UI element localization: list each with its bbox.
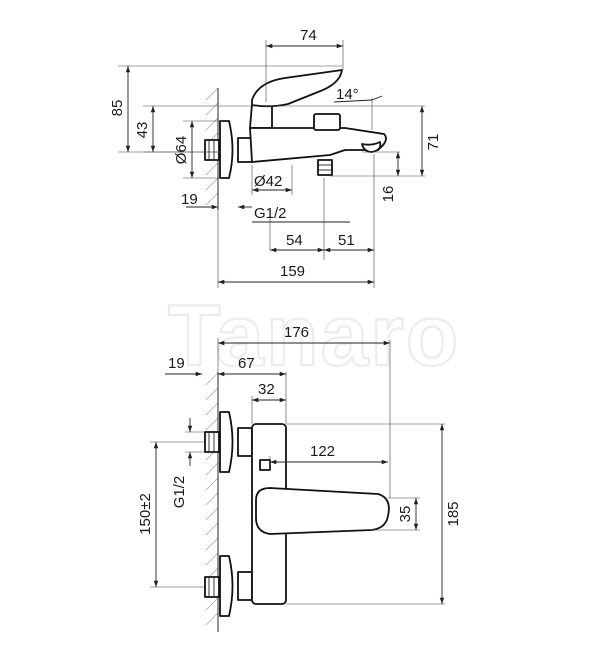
handle-neck-top: [249, 103, 273, 129]
dim-wall-offset-top: 19: [181, 191, 198, 208]
dim-lever-length: 122: [310, 443, 335, 460]
shower-outlet-top: [317, 159, 333, 176]
thread-fitting-upper: [204, 431, 220, 453]
lever-pivot: [259, 459, 271, 471]
aerator-top: [361, 141, 382, 153]
eccentric-nut-upper: [237, 427, 253, 457]
lever-top: [251, 69, 343, 108]
dim-height-upper: 43: [134, 122, 151, 139]
eccentric-nut-lower: [237, 571, 253, 601]
spout-body-top: [249, 127, 387, 163]
diverter-knob-top: [313, 113, 341, 131]
dim-spout-height: 71: [425, 134, 442, 151]
thread-fitting-top: [204, 139, 220, 161]
dim-outlet-gap: 16: [380, 186, 397, 203]
thread-fitting-lower: [204, 576, 220, 598]
flange-top: [219, 120, 234, 179]
dim-handle-offset: 32: [258, 381, 275, 398]
dim-distance-left: 54: [286, 232, 303, 249]
top-view: 74 85 43 Ø64 14° 71 Ø42 19 G1/2 16 54 51…: [109, 27, 442, 288]
dim-height-total-bottom: 185: [445, 501, 462, 526]
dim-body-diameter: Ø42: [254, 173, 282, 190]
dim-width-top: 74: [300, 27, 317, 44]
dim-thread-bottom: G1/2: [171, 476, 188, 509]
dim-thread-top: G1/2: [254, 205, 287, 222]
dim-total-depth-bottom: 176: [284, 324, 309, 341]
dim-lever-height: 35: [397, 506, 414, 523]
dim-flange-diameter: Ø64: [173, 136, 190, 164]
flange-lower: [219, 555, 234, 617]
watermark-logo: Tanaro: [168, 288, 460, 384]
dim-body-offset: 67: [238, 355, 255, 372]
bottom-view: 176 19 67 32 122 185 35 150±2 G1/2: [137, 324, 462, 632]
dim-distance-right: 51: [338, 232, 355, 249]
dim-total-depth-top: 159: [280, 263, 305, 280]
dim-spout-angle: 14°: [336, 86, 359, 103]
lever-handle: [255, 487, 390, 535]
dim-height-total: 85: [109, 100, 126, 117]
dim-wall-offset-bottom: 19: [168, 355, 185, 372]
dim-spacing: 150±2: [137, 493, 154, 535]
flange-upper: [219, 411, 234, 473]
